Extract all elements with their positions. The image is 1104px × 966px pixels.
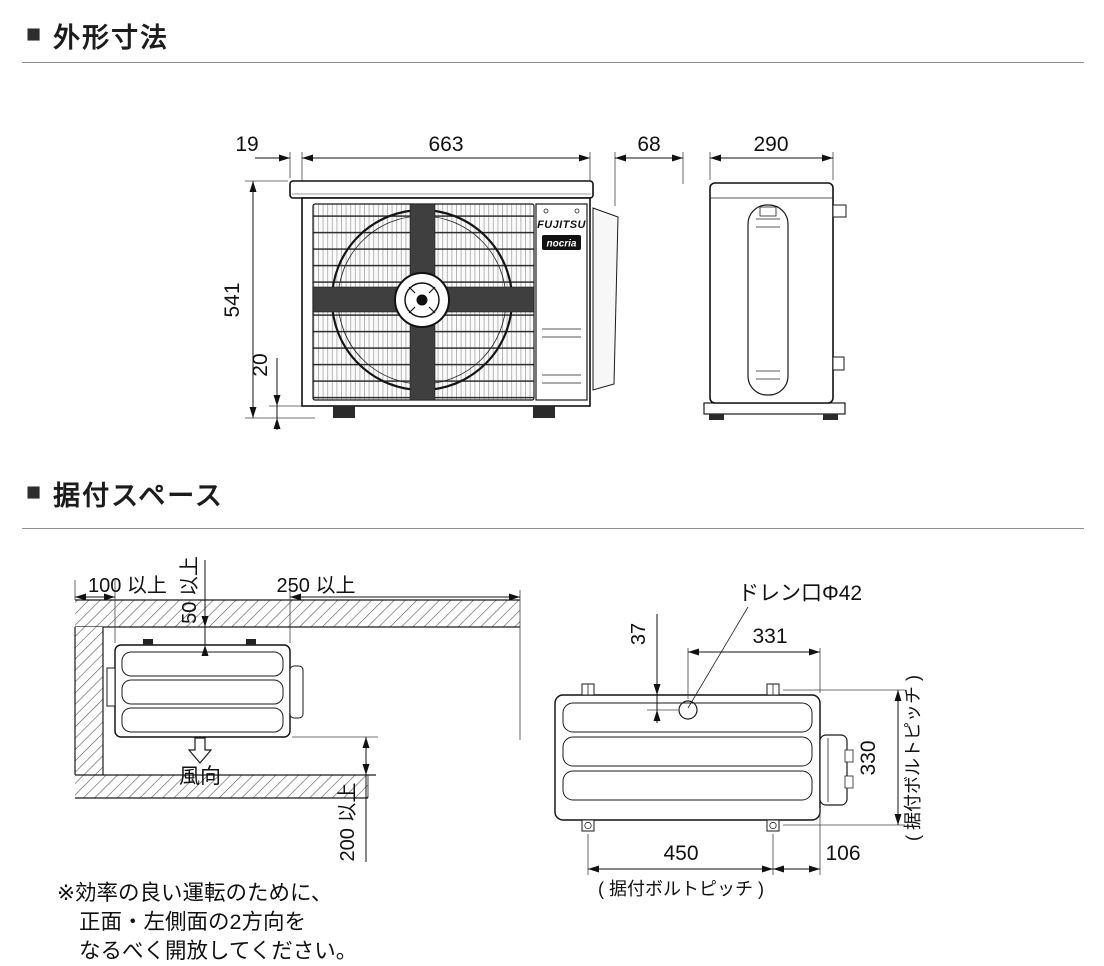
section-marker-icon: ■ [26,20,42,48]
dim-290-label: 290 [753,133,788,156]
drain-port-hole [678,700,698,720]
dim-331-label: 331 [752,625,787,648]
side-grille-profile [747,204,789,396]
side-view [703,182,847,420]
walls [74,599,520,799]
bolt-pitch-label-bottom: ( 据付ボルトピッチ ) [598,879,764,899]
section2-divider [22,528,1084,529]
outline-drawing: 19 663 68 290 541 20 FUJITSU nocria [221,133,847,430]
dim-450-label: 450 [663,842,698,865]
back-guard [592,207,619,391]
note-line-2: 正面・左側面の2方向を [79,910,306,934]
bolt-tab-bottom-right [766,819,780,832]
note-line-1: ※効率の良い運転のために、 [57,881,333,905]
front-foot-left [333,406,355,418]
back-wall [75,600,520,627]
dim-68-label: 68 [637,133,660,156]
valve-cover [819,734,848,806]
airflow-arrow-icon [187,737,213,764]
clearance-dimensions [74,560,521,862]
clearance-top-label: 50 以上 [178,556,201,624]
efficiency-note: ※効率の良い運転のために、 正面・左側面の2方向を なるべく開放してください。 [57,879,357,966]
outdoor-unit-plan [106,639,304,738]
brand-logo: FUJITSU [537,219,586,231]
side-service-panel [535,203,588,401]
clearance-diagram: 風向 100 以上 50 以上 250 以上 200 以上 [74,556,521,862]
bolt-pitch-dimensions [587,614,905,875]
dim-330-label: 330 [857,740,880,775]
section-marker-icon: ■ [26,478,42,506]
bolt-pitch-diagram: ドレン口Φ42 37 331 330 ( 据付ボルトピッチ ) 450 106 … [554,582,923,899]
dim-20-label: 20 [249,353,272,376]
model-badge [542,235,581,250]
left-wall [75,627,103,775]
model-badge-label: nocria [546,239,576,250]
front-wall [75,775,368,798]
section1-divider [22,62,1084,63]
front-view: FUJITSU nocria [289,180,619,418]
bolt-tab-bottom-left [581,819,595,832]
outline-dimension-lines [249,154,833,430]
drain-label: ドレン口Φ42 [738,582,862,605]
front-foot-right [533,406,555,418]
clearance-left-label: 100 以上 [88,574,167,597]
outdoor-unit-top-view [554,683,854,832]
clearance-front-label: 200 以上 [336,783,359,862]
section1-title: 外形寸法 [53,23,170,53]
drain-port [678,606,749,720]
section-header-dimensions: ■ 外形寸法 [26,16,169,55]
dim-663-label: 663 [428,133,463,156]
section-header-installation: ■ 据付スペース [26,474,224,513]
section2-title: 据付スペース [53,481,224,511]
pipe-stub-bottom [832,356,845,371]
note-line-3: なるべく開放してください。 [79,939,358,963]
airflow-label: 風向 [179,765,221,788]
bolt-pitch-label-right: ( 据付ボルトピッチ ) [903,675,923,841]
airflow: 風向 [179,737,221,788]
base-rail [703,402,846,415]
pipe-stub-top [832,204,847,218]
clearance-right-label: 250 以上 [277,574,356,597]
dim-106-label: 106 [825,842,860,865]
dim-541-label: 541 [221,282,244,317]
dim-19-label: 19 [235,133,258,156]
dim-37-label: 37 [628,623,650,645]
